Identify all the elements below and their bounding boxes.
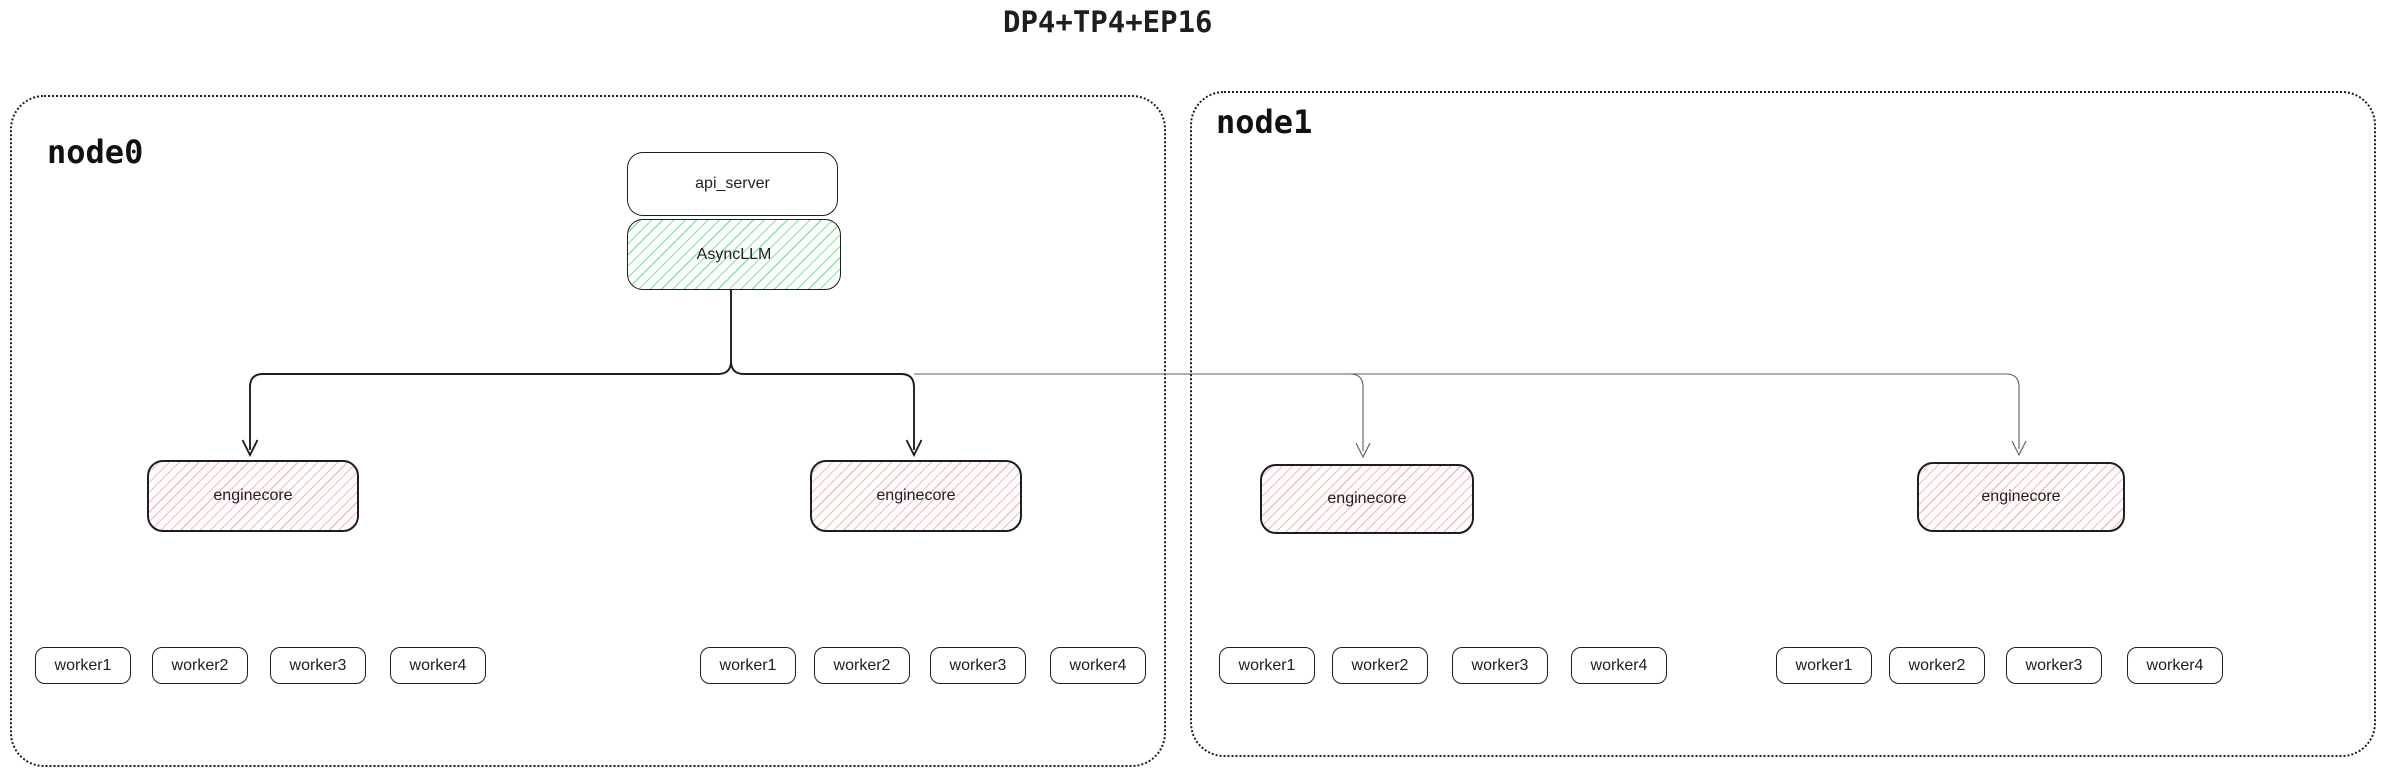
page-title: DP4+TP4+EP16 — [1003, 5, 1213, 39]
worker-box: worker1 — [1776, 647, 1872, 684]
node0-box: node0 api_server AsyncLLM enginecore eng… — [10, 95, 1166, 767]
worker-box: worker4 — [2127, 647, 2223, 684]
worker-box: worker2 — [1889, 647, 1985, 684]
enginecore-box: enginecore — [147, 460, 359, 532]
worker-box: worker2 — [814, 647, 910, 684]
enginecore-label: enginecore — [1327, 490, 1407, 507]
enginecore-box: enginecore — [1917, 462, 2125, 532]
worker-box: worker3 — [2006, 647, 2102, 684]
worker-box: worker3 — [1452, 647, 1548, 684]
asyncllm-box: AsyncLLM — [627, 219, 841, 290]
worker-box: worker1 — [700, 647, 796, 684]
enginecore-box: enginecore — [1260, 464, 1474, 534]
worker-box: worker1 — [35, 647, 131, 684]
worker-box: worker2 — [152, 647, 248, 684]
enginecore-label: enginecore — [213, 487, 293, 504]
enginecore-label: enginecore — [876, 487, 956, 504]
api-server-box: api_server — [627, 152, 838, 216]
enginecore-box: enginecore — [810, 460, 1022, 532]
api-server-label: api_server — [695, 175, 770, 192]
node1-box: node1 enginecore enginecore worker1 work… — [1190, 91, 2376, 757]
worker-box: worker3 — [270, 647, 366, 684]
worker-box: worker1 — [1219, 647, 1315, 684]
worker-box: worker3 — [930, 647, 1026, 684]
node0-label: node0 — [47, 133, 144, 171]
worker-box: worker4 — [1571, 647, 1667, 684]
enginecore-label: enginecore — [1981, 488, 2061, 505]
worker-box: worker4 — [1050, 647, 1146, 684]
node1-label: node1 — [1216, 103, 1313, 141]
worker-box: worker2 — [1332, 647, 1428, 684]
worker-box: worker4 — [390, 647, 486, 684]
asyncllm-label: AsyncLLM — [696, 245, 772, 263]
